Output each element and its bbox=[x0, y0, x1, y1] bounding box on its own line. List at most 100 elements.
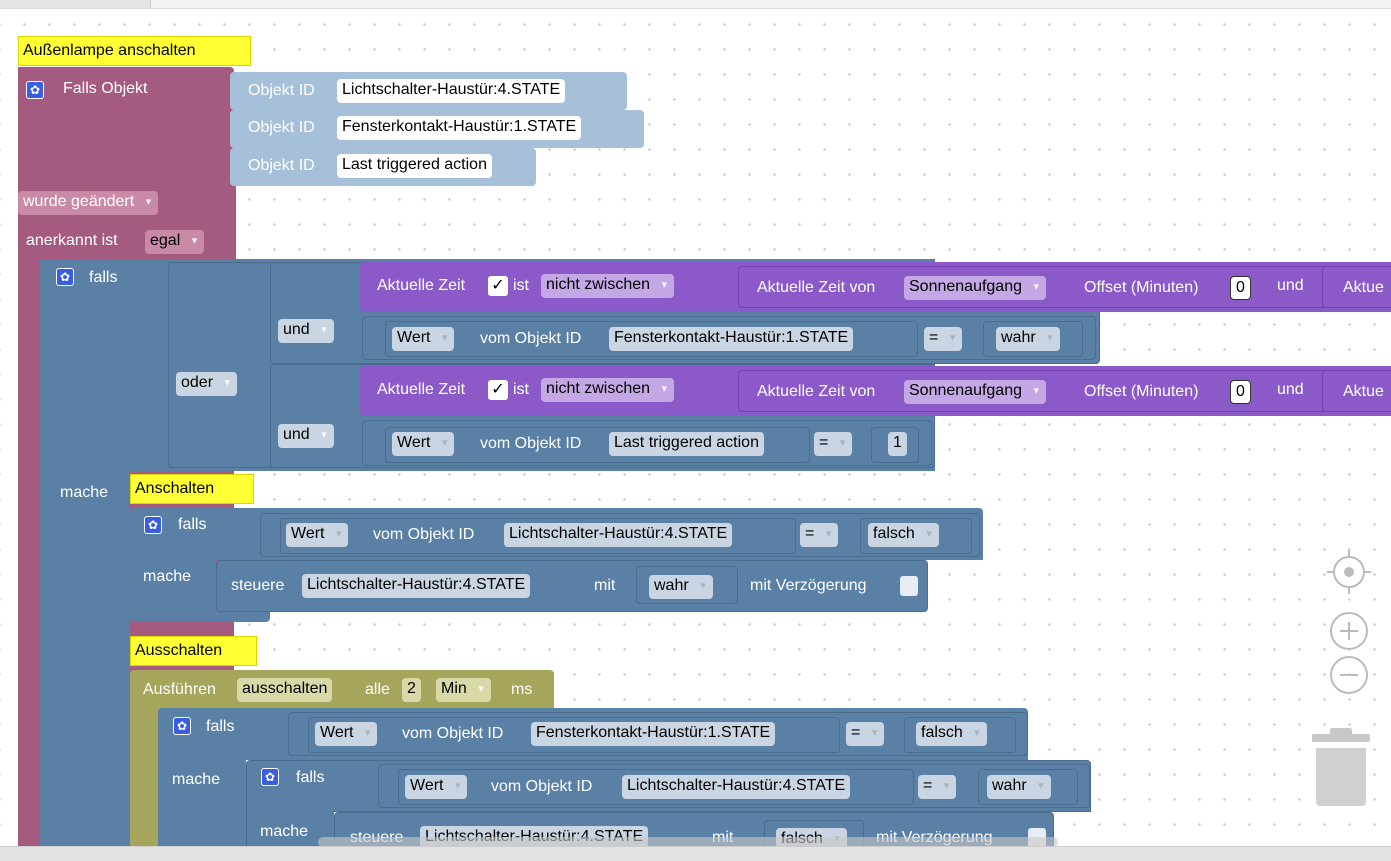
objekt-id-label: Objekt ID bbox=[248, 82, 315, 99]
wert-dropdown[interactable]: Wert bbox=[405, 775, 468, 799]
objekt-id-value[interactable]: Lichtschalter-Haustür:4.STATE bbox=[337, 79, 566, 103]
timer-interval-field[interactable]: 2 bbox=[402, 678, 421, 702]
time-from-label: Aktuelle Zeit von bbox=[757, 279, 876, 296]
time-from-label: Aktuelle Zeit von bbox=[757, 383, 876, 400]
objekt-id-label: Objekt ID bbox=[248, 119, 315, 136]
ist-label: ist bbox=[513, 381, 529, 398]
vom-objekt-label: vom Objekt ID bbox=[480, 435, 582, 452]
gear-icon[interactable]: ✿ bbox=[144, 516, 162, 534]
falls-label: falls bbox=[296, 769, 325, 786]
equals-dropdown[interactable]: = bbox=[814, 432, 853, 456]
gear-icon[interactable]: ✿ bbox=[56, 268, 74, 286]
bool-dropdown[interactable]: falsch bbox=[916, 722, 987, 746]
comment-ausschalten[interactable]: Ausschalten bbox=[130, 636, 257, 666]
mache-label: mache bbox=[172, 771, 221, 788]
falls-label: falls bbox=[178, 516, 207, 533]
bool-dropdown[interactable]: wahr bbox=[649, 575, 713, 599]
objekt-id-field[interactable]: Fensterkontakt-Haustür:1.STATE bbox=[531, 722, 776, 746]
not-between-dropdown[interactable]: nicht zwischen bbox=[541, 274, 675, 298]
current-time-label: Aktuelle Zeit bbox=[377, 277, 466, 294]
wert-dropdown[interactable]: Wert bbox=[286, 523, 349, 547]
objekt-id-field[interactable]: Fensterkontakt-Haustür:1.STATE bbox=[609, 327, 854, 351]
falls-label: falls bbox=[89, 269, 118, 286]
equals-dropdown[interactable]: = bbox=[918, 775, 957, 799]
mache-label: mache bbox=[143, 568, 192, 585]
delay-label: mit Verzögerung bbox=[750, 577, 867, 594]
time-cut-label: Aktue bbox=[1343, 383, 1384, 400]
falls-label: falls bbox=[206, 718, 235, 735]
equals-dropdown[interactable]: = bbox=[924, 327, 963, 351]
ack-label: anerkannt ist bbox=[26, 232, 118, 249]
time-cut-label: Aktue bbox=[1343, 279, 1384, 296]
offset-label: Offset (Minuten) bbox=[1084, 383, 1199, 400]
ist-label: ist bbox=[513, 277, 529, 294]
offset-input[interactable]: 0 bbox=[1230, 276, 1251, 300]
objekt-id-label: Objekt ID bbox=[248, 157, 315, 174]
steuere-label: steuere bbox=[231, 577, 285, 594]
wert-dropdown[interactable]: Wert bbox=[392, 327, 455, 351]
equals-dropdown[interactable]: = bbox=[800, 523, 839, 547]
bool-dropdown[interactable]: wahr bbox=[996, 327, 1060, 351]
objekt-id-field[interactable]: Lichtschalter-Haustür:4.STATE bbox=[622, 775, 851, 799]
inner-if-block-off-body bbox=[158, 758, 246, 849]
vom-objekt-label: vom Objekt ID bbox=[373, 526, 475, 543]
checkbox-checked[interactable]: ✓ bbox=[488, 276, 508, 296]
trash-icon[interactable] bbox=[1312, 728, 1370, 808]
or-dropdown[interactable]: oder bbox=[176, 372, 238, 396]
objekt-id-field[interactable]: Lichtschalter-Haustür:4.STATE bbox=[504, 523, 733, 547]
current-time-label: Aktuelle Zeit bbox=[377, 381, 466, 398]
sunrise-dropdown[interactable]: Sonnenaufgang bbox=[904, 276, 1046, 300]
horizontal-scrollbar[interactable] bbox=[0, 837, 1391, 861]
checkbox-checked[interactable]: ✓ bbox=[488, 380, 508, 400]
time-range-continuation[interactable] bbox=[1322, 266, 1391, 308]
comment-anschalten[interactable]: Anschalten bbox=[130, 474, 254, 504]
wert-dropdown[interactable]: Wert bbox=[392, 432, 455, 456]
inner-if-block-on-foot bbox=[130, 612, 270, 622]
ms-label: ms bbox=[511, 681, 533, 698]
sunrise-dropdown[interactable]: Sonnenaufgang bbox=[904, 380, 1046, 404]
timer-name-field[interactable]: ausschalten bbox=[237, 678, 333, 702]
time-range-continuation[interactable] bbox=[1322, 370, 1391, 412]
workspace-top-bar bbox=[0, 0, 1391, 9]
mit-label: mit bbox=[594, 577, 616, 594]
timer-block-body bbox=[130, 705, 158, 849]
and-dropdown[interactable]: und bbox=[278, 424, 334, 448]
objekt-id-field[interactable]: Last triggered action bbox=[609, 432, 764, 456]
event-dropdown[interactable]: wurde geändert bbox=[18, 191, 159, 215]
main-comment[interactable]: Außenlampe anschalten bbox=[18, 36, 251, 66]
trigger-header: Falls Objekt bbox=[63, 80, 148, 97]
gear-icon[interactable]: ✿ bbox=[173, 717, 191, 735]
vom-objekt-label: vom Objekt ID bbox=[402, 725, 504, 742]
vom-objekt-label: vom Objekt ID bbox=[480, 330, 582, 347]
ausfuehren-label: Ausführen bbox=[143, 681, 216, 698]
delay-checkbox[interactable] bbox=[900, 576, 918, 596]
zoom-in-icon[interactable] bbox=[1330, 612, 1368, 650]
vom-objekt-label: vom Objekt ID bbox=[491, 778, 593, 795]
recenter-icon[interactable] bbox=[1327, 550, 1371, 594]
objekt-id-value[interactable]: Last triggered action bbox=[337, 154, 492, 178]
mache-label: mache bbox=[260, 823, 309, 840]
timer-unit-dropdown[interactable]: Min bbox=[436, 678, 491, 702]
ack-dropdown[interactable]: egal bbox=[145, 230, 205, 254]
not-between-dropdown[interactable]: nicht zwischen bbox=[541, 378, 675, 402]
bool-dropdown[interactable]: wahr bbox=[987, 775, 1051, 799]
number-field[interactable]: 1 bbox=[888, 432, 907, 456]
bool-dropdown[interactable]: falsch bbox=[868, 523, 939, 547]
time-range-block[interactable] bbox=[738, 266, 1391, 308]
alle-label: alle bbox=[365, 681, 390, 698]
mache-label: mache bbox=[60, 484, 109, 501]
and-dropdown[interactable]: und bbox=[278, 319, 334, 343]
gear-icon[interactable]: ✿ bbox=[26, 81, 44, 99]
zoom-out-icon[interactable] bbox=[1330, 656, 1368, 694]
inner-if-block-on-body bbox=[130, 560, 216, 620]
offset-input[interactable]: 0 bbox=[1230, 380, 1251, 404]
gear-icon[interactable]: ✿ bbox=[261, 768, 279, 786]
equals-dropdown[interactable]: = bbox=[846, 722, 885, 746]
offset-label: Offset (Minuten) bbox=[1084, 279, 1199, 296]
time-range-block[interactable] bbox=[738, 370, 1391, 412]
control-target-field[interactable]: Lichtschalter-Haustür:4.STATE bbox=[302, 574, 531, 598]
und-label: und bbox=[1277, 381, 1304, 398]
objekt-id-value[interactable]: Fensterkontakt-Haustür:1.STATE bbox=[337, 116, 582, 140]
wert-dropdown[interactable]: Wert bbox=[315, 722, 378, 746]
